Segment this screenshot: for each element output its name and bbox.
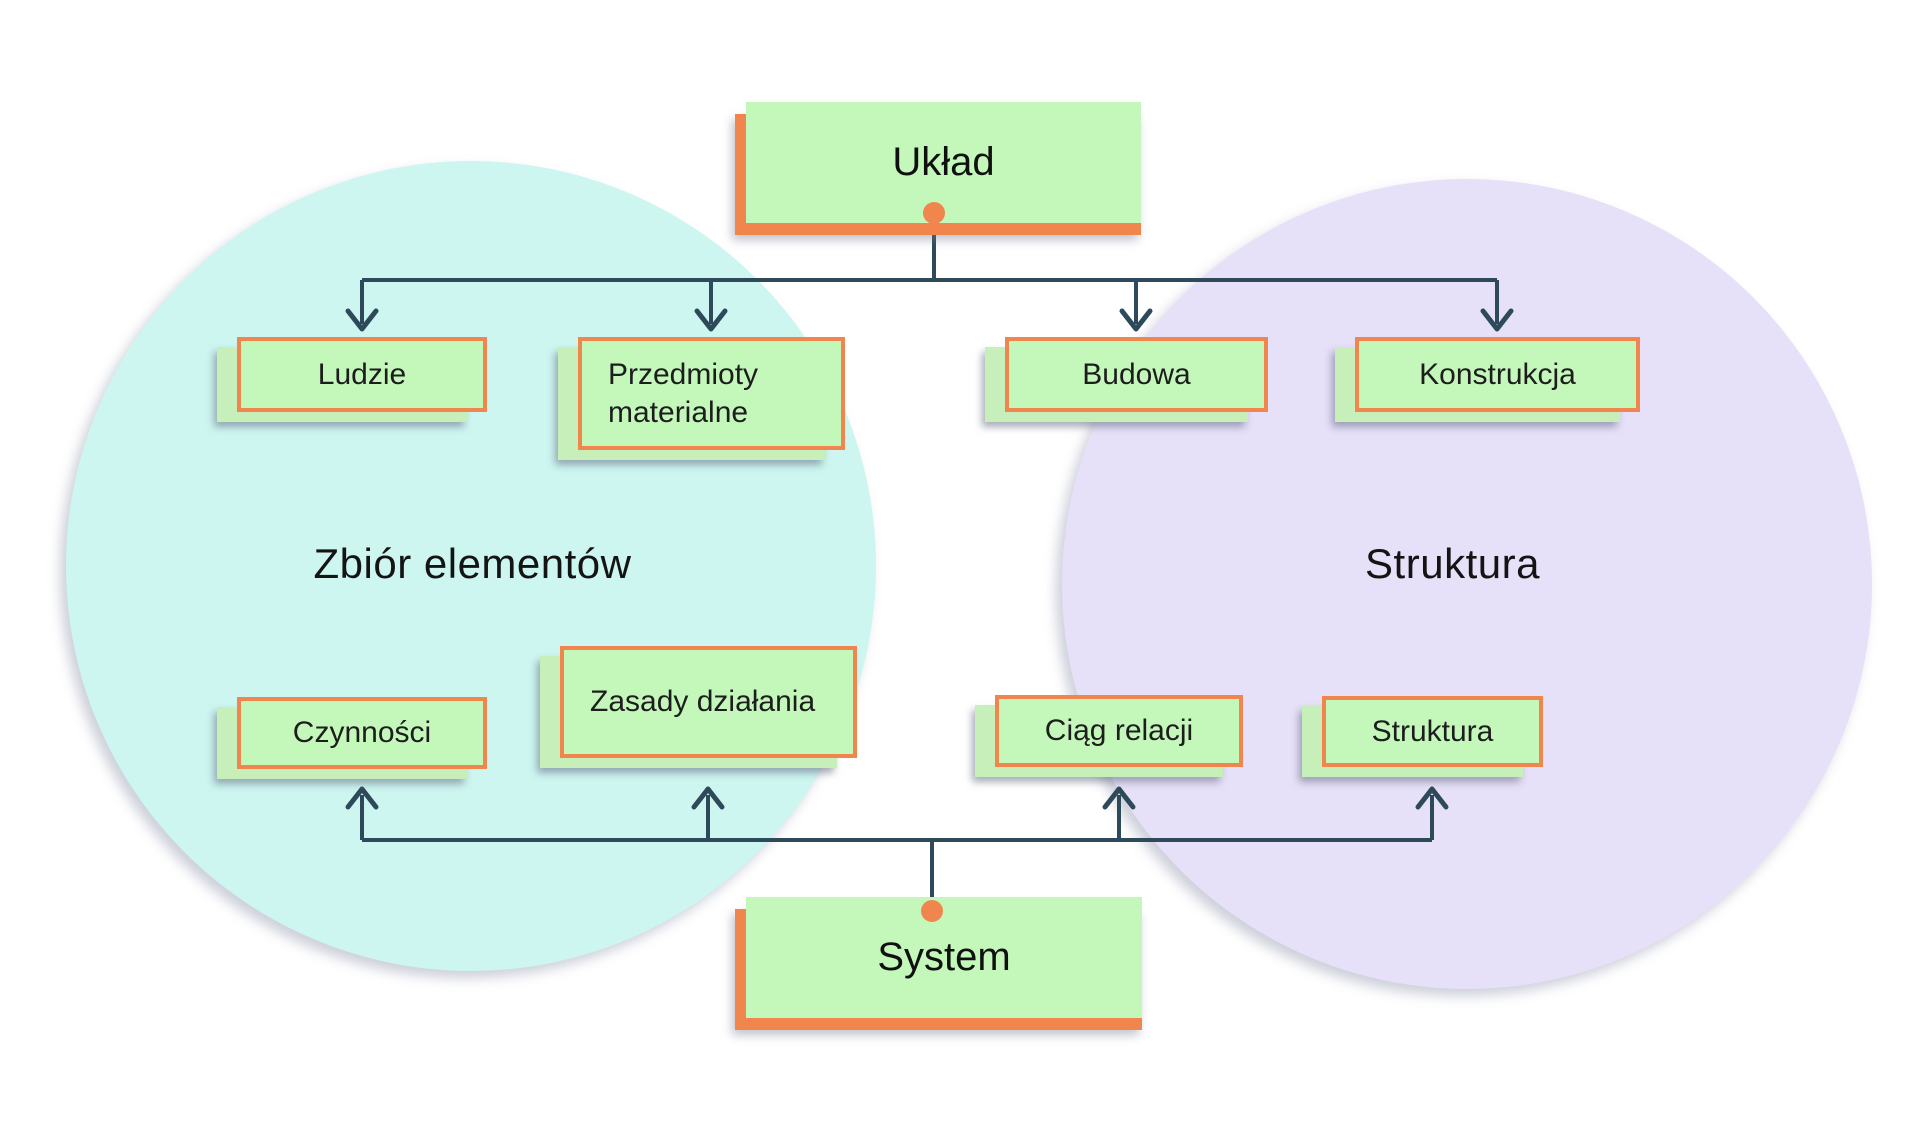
left-circle bbox=[66, 161, 876, 971]
node-label: Ciąg relacji bbox=[995, 695, 1243, 767]
right-circle-label: Struktura bbox=[1365, 540, 1540, 587]
node-label: Konstrukcja bbox=[1355, 337, 1640, 412]
arrow-up-icon bbox=[1415, 786, 1449, 810]
right-circle bbox=[1062, 179, 1872, 989]
node-label: Układ bbox=[746, 102, 1141, 223]
arrow-down-icon bbox=[1480, 308, 1514, 332]
arrow-down-icon bbox=[1119, 308, 1153, 332]
top-connector bbox=[345, 214, 1514, 332]
node-budowa: Budowa bbox=[985, 337, 1268, 422]
node-zasady-dzialania: Zasady działania bbox=[540, 646, 857, 768]
node-ludzie: Ludzie bbox=[217, 337, 487, 422]
node-uklad: Układ bbox=[735, 102, 1141, 235]
node-label: Budowa bbox=[1005, 337, 1268, 412]
connector-dot-icon bbox=[921, 900, 943, 922]
node-label: System bbox=[746, 897, 1142, 1018]
arrow-up-icon bbox=[345, 786, 379, 810]
node-system: System bbox=[735, 897, 1142, 1030]
node-label: Przedmioty materialne bbox=[578, 337, 845, 450]
node-label: Ludzie bbox=[237, 337, 487, 412]
node-czynnosci: Czynności bbox=[217, 697, 487, 779]
arrow-down-icon bbox=[694, 308, 728, 332]
node-konstrukcja: Konstrukcja bbox=[1335, 337, 1640, 422]
node-label: Czynności bbox=[237, 697, 487, 769]
node-label: Zasady działania bbox=[560, 646, 857, 758]
node-struktura: Struktura bbox=[1302, 696, 1543, 777]
node-przedmioty-materialne: Przedmioty materialne bbox=[558, 337, 845, 460]
bottom-connector bbox=[345, 786, 1449, 912]
arrow-up-icon bbox=[691, 786, 725, 810]
connector-dot-icon bbox=[923, 202, 945, 224]
arrow-up-icon bbox=[1102, 786, 1136, 810]
node-label: Struktura bbox=[1322, 696, 1543, 767]
node-ciag-relacji: Ciąg relacji bbox=[975, 695, 1243, 777]
arrow-down-icon bbox=[345, 308, 379, 332]
left-circle-label: Zbiór elementów bbox=[313, 540, 632, 587]
